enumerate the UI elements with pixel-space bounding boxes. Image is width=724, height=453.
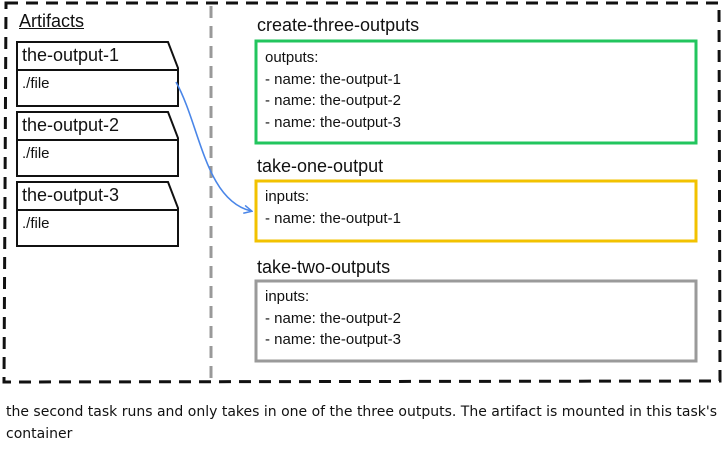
artifact-card-2 bbox=[16, 111, 179, 177]
artifacts-heading: Artifacts bbox=[19, 11, 85, 31]
task-box-take-two-outputs bbox=[254, 279, 698, 363]
artifact-card-3 bbox=[16, 181, 179, 247]
outer-dashed-border bbox=[2, 1, 722, 384]
caption-text: the second task runs and only takes in o… bbox=[6, 404, 717, 442]
task-title-take-one-output: take-one-output bbox=[257, 156, 384, 176]
artifact-card-1 bbox=[16, 41, 179, 107]
artifact-path-1: ./file bbox=[22, 75, 50, 92]
task-content-take-two-outputs: inputs: - name: the-output-2 - name: the… bbox=[265, 288, 401, 348]
artifact-name-1: the-output-1 bbox=[22, 45, 120, 65]
artifact-path-2: ./file bbox=[22, 145, 50, 162]
artifact-name-2: the-output-2 bbox=[22, 115, 120, 135]
task-content-create-three-outputs: outputs: - name: the-output-1 - name: th… bbox=[265, 49, 401, 131]
task-box-create-three-outputs bbox=[254, 39, 698, 145]
artifact-name-3: the-output-3 bbox=[22, 185, 120, 205]
connection-arrow bbox=[175, 81, 251, 211]
task-title-take-two-outputs: take-two-outputs bbox=[257, 257, 391, 277]
task-content-take-one-output: inputs: - name: the-output-1 bbox=[265, 188, 401, 227]
task-title-create-three-outputs: create-three-outputs bbox=[257, 15, 420, 35]
task-box-take-one-output bbox=[254, 179, 698, 243]
artifact-path-3: ./file bbox=[22, 215, 50, 232]
